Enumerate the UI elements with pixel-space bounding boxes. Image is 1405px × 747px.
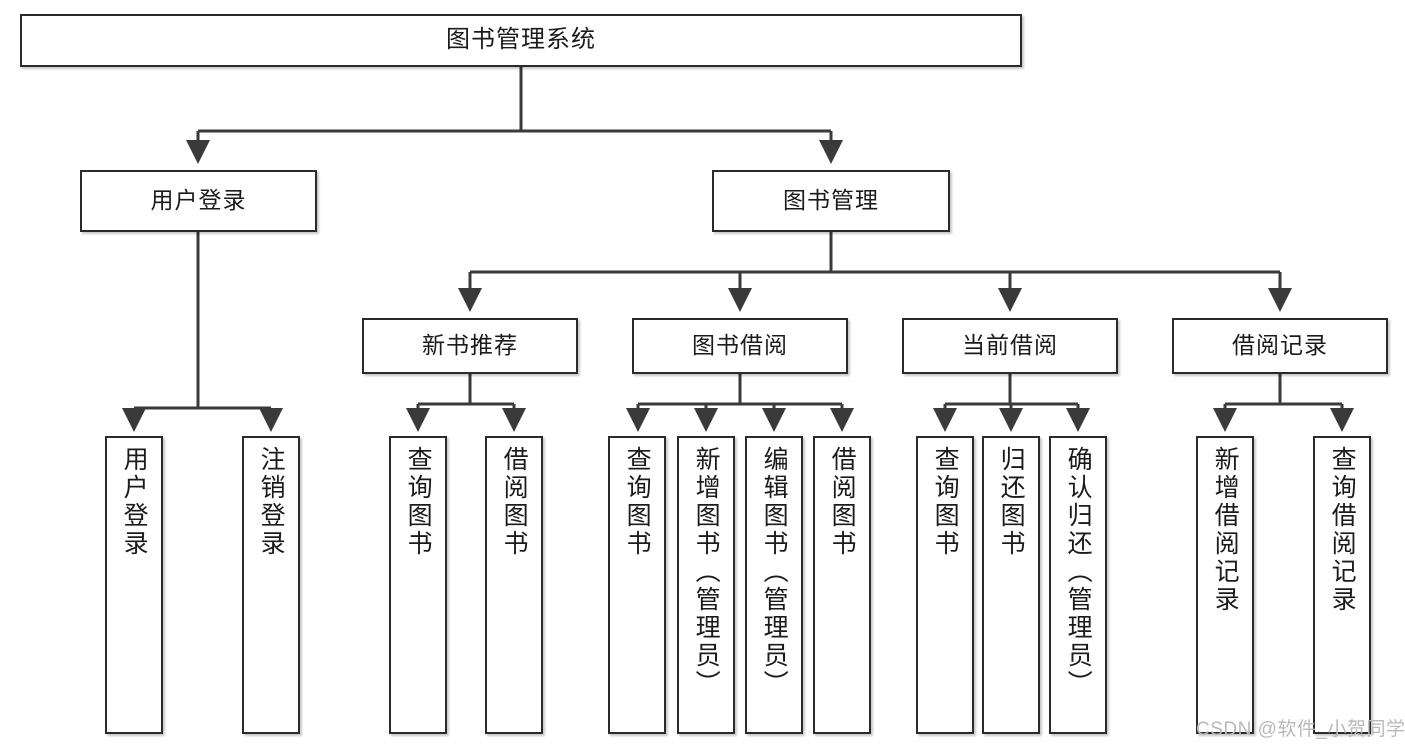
node-label: 图书管理系统 xyxy=(446,26,596,54)
leaf-user-login[interactable]: 用户登录 xyxy=(105,436,163,734)
node-label: 借阅图书 xyxy=(828,446,857,558)
node-user-login[interactable]: 用户登录 xyxy=(80,170,317,232)
leaf-edit-book[interactable]: 编辑图书（管理员） xyxy=(745,436,803,734)
node-label: 新增借阅记录 xyxy=(1211,446,1240,614)
leaf-query-book-3[interactable]: 查询图书 xyxy=(916,436,974,734)
node-book-borrow[interactable]: 图书借阅 xyxy=(632,318,848,374)
node-label: 确认归还（管理员） xyxy=(1064,446,1093,698)
node-label: 用户登录 xyxy=(150,187,247,214)
leaf-query-book-1[interactable]: 查询图书 xyxy=(389,436,447,734)
leaf-logout[interactable]: 注销登录 xyxy=(242,436,300,734)
leaf-add-book[interactable]: 新增图书（管理员） xyxy=(677,436,735,734)
node-borrow-record[interactable]: 借阅记录 xyxy=(1172,318,1388,374)
leaf-borrow-book-1[interactable]: 借阅图书 xyxy=(485,436,543,734)
watermark-text: CSDN @软件_小贺同学 xyxy=(1196,719,1405,740)
node-label: 新书推荐 xyxy=(422,332,518,359)
node-label: 编辑图书（管理员） xyxy=(760,446,789,698)
node-label: 注销登录 xyxy=(257,446,286,558)
node-label: 新增图书（管理员） xyxy=(692,446,721,698)
node-label: 借阅记录 xyxy=(1232,332,1328,359)
node-label: 图书借阅 xyxy=(692,332,788,359)
node-label: 查询图书 xyxy=(404,446,433,558)
node-label: 查询借阅记录 xyxy=(1328,446,1357,614)
node-current-borrow[interactable]: 当前借阅 xyxy=(902,318,1118,374)
node-label: 用户登录 xyxy=(120,446,149,558)
node-root-book-management-system[interactable]: 图书管理系统 xyxy=(20,14,1022,67)
node-new-book-rec[interactable]: 新书推荐 xyxy=(362,318,578,374)
leaf-query-book-2[interactable]: 查询图书 xyxy=(608,436,666,734)
leaf-borrow-book-2[interactable]: 借阅图书 xyxy=(813,436,871,734)
node-label: 图书管理 xyxy=(783,187,879,214)
leaf-add-record[interactable]: 新增借阅记录 xyxy=(1196,436,1254,734)
leaf-return-book[interactable]: 归还图书 xyxy=(982,436,1040,734)
node-label: 当前借阅 xyxy=(962,332,1058,359)
node-label: 归还图书 xyxy=(997,446,1026,558)
node-book-manage[interactable]: 图书管理 xyxy=(712,170,950,232)
leaf-query-record[interactable]: 查询借阅记录 xyxy=(1313,436,1371,734)
node-label: 查询图书 xyxy=(931,446,960,558)
node-label: 查询图书 xyxy=(623,446,652,558)
leaf-confirm-return[interactable]: 确认归还（管理员） xyxy=(1049,436,1107,734)
node-label: 借阅图书 xyxy=(500,446,529,558)
